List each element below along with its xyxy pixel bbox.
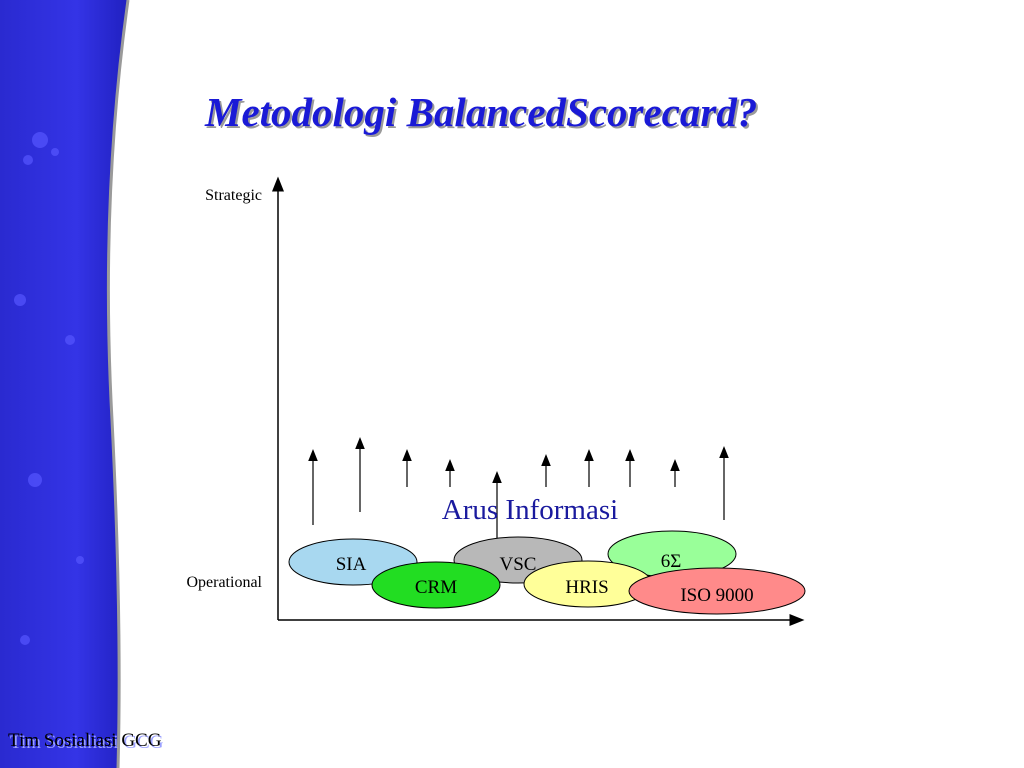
footer-shadow: Tim Sosialiasi GCG	[10, 732, 164, 753]
band-pattern	[14, 132, 84, 645]
footer-text: Tim Sosialiasi GCG	[8, 730, 162, 751]
system-node-hris: HRIS	[523, 560, 653, 608]
flow-label: Arus Informasi	[442, 494, 618, 526]
system-node-six-sigma: 6Σ	[607, 530, 737, 578]
system-label: CRM	[415, 577, 457, 598]
system-label: 6Σ	[661, 551, 682, 572]
system-label: HRIS	[565, 577, 608, 598]
flow-arrows	[308, 437, 729, 545]
y-axis-bottom-label: Operational	[186, 574, 262, 591]
y-axis-top-label: Strategic	[205, 187, 262, 204]
slide-title: Metodologi BalancedScorecard?	[205, 89, 758, 135]
side-decorative-band	[0, 0, 130, 768]
system-node-iso-9000: ISO 9000	[628, 567, 806, 615]
system-node-crm: CRM	[371, 561, 501, 609]
system-label: VSC	[500, 554, 537, 575]
system-label: ISO 9000	[680, 585, 753, 606]
system-label: SIA	[336, 554, 367, 575]
